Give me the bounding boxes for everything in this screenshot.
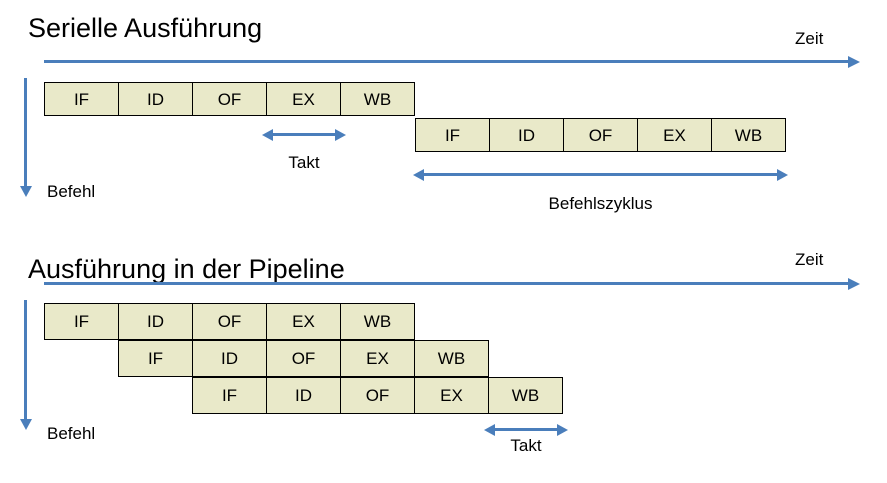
page-title-serial: Serielle Ausführung xyxy=(28,13,263,43)
stage-box: EX xyxy=(637,118,712,152)
stage-box: WB xyxy=(711,118,786,152)
stage-box: OF xyxy=(266,340,341,377)
stage-box: EX xyxy=(266,303,341,340)
arrowhead-right xyxy=(335,129,346,141)
stage-box: IF xyxy=(118,340,193,377)
instruction-axis-line-serial xyxy=(24,78,27,186)
stage-box: OF xyxy=(192,303,267,340)
arrowhead-left xyxy=(413,169,424,181)
instruction-axis-arrowhead-pipeline xyxy=(19,419,32,430)
arrow-bar xyxy=(271,133,337,136)
time-axis-arrowhead-serial xyxy=(848,55,860,68)
stage-box: ID xyxy=(192,340,267,377)
stage-box: IF xyxy=(415,118,490,152)
arrow-bar xyxy=(493,428,559,431)
time-axis-line-serial xyxy=(44,60,848,63)
page-title-pipeline: Ausführung in der Pipeline xyxy=(28,254,345,284)
arrowhead-right xyxy=(777,169,788,181)
stage-box: EX xyxy=(266,82,341,116)
stage-box: ID xyxy=(266,377,341,414)
arrow-bar xyxy=(422,173,779,176)
arrowhead-left xyxy=(262,129,273,141)
stage-box: WB xyxy=(414,340,489,377)
stage-box: WB xyxy=(488,377,563,414)
instruction-axis-arrowhead-serial xyxy=(19,186,32,197)
stage-box: EX xyxy=(340,340,415,377)
time-axis-arrowhead-pipeline xyxy=(848,277,860,290)
arrowhead-right xyxy=(557,424,568,436)
instruction-cycle-measure-arrow xyxy=(413,169,788,181)
stage-box: ID xyxy=(118,82,193,116)
stage-box: IF xyxy=(192,377,267,414)
time-axis-label-pipeline: Zeit xyxy=(795,250,824,269)
stage-box: IF xyxy=(44,82,119,116)
instruction-axis-label-pipeline: Befehl xyxy=(47,424,96,443)
stage-box: ID xyxy=(118,303,193,340)
instruction-cycle-label: Befehlszyklus xyxy=(548,194,653,213)
stage-box: WB xyxy=(340,82,415,116)
arrowhead-left xyxy=(484,424,495,436)
clock-label-pipeline: Takt xyxy=(510,436,542,455)
time-axis-line-pipeline xyxy=(44,282,848,285)
stage-box: EX xyxy=(414,377,489,414)
stage-box: IF xyxy=(44,303,119,340)
clock-measure-arrow-serial xyxy=(262,129,346,141)
stage-box: OF xyxy=(192,82,267,116)
stage-box: OF xyxy=(563,118,638,152)
instruction-axis-line-pipeline xyxy=(24,300,27,419)
instruction-axis-label-serial: Befehl xyxy=(47,182,96,201)
clock-measure-arrow-pipeline xyxy=(484,424,568,436)
stage-box: ID xyxy=(489,118,564,152)
time-axis-label-serial: Zeit xyxy=(795,29,824,48)
clock-label-serial: Takt xyxy=(288,153,320,172)
stage-box: WB xyxy=(340,303,415,340)
stage-box: OF xyxy=(340,377,415,414)
